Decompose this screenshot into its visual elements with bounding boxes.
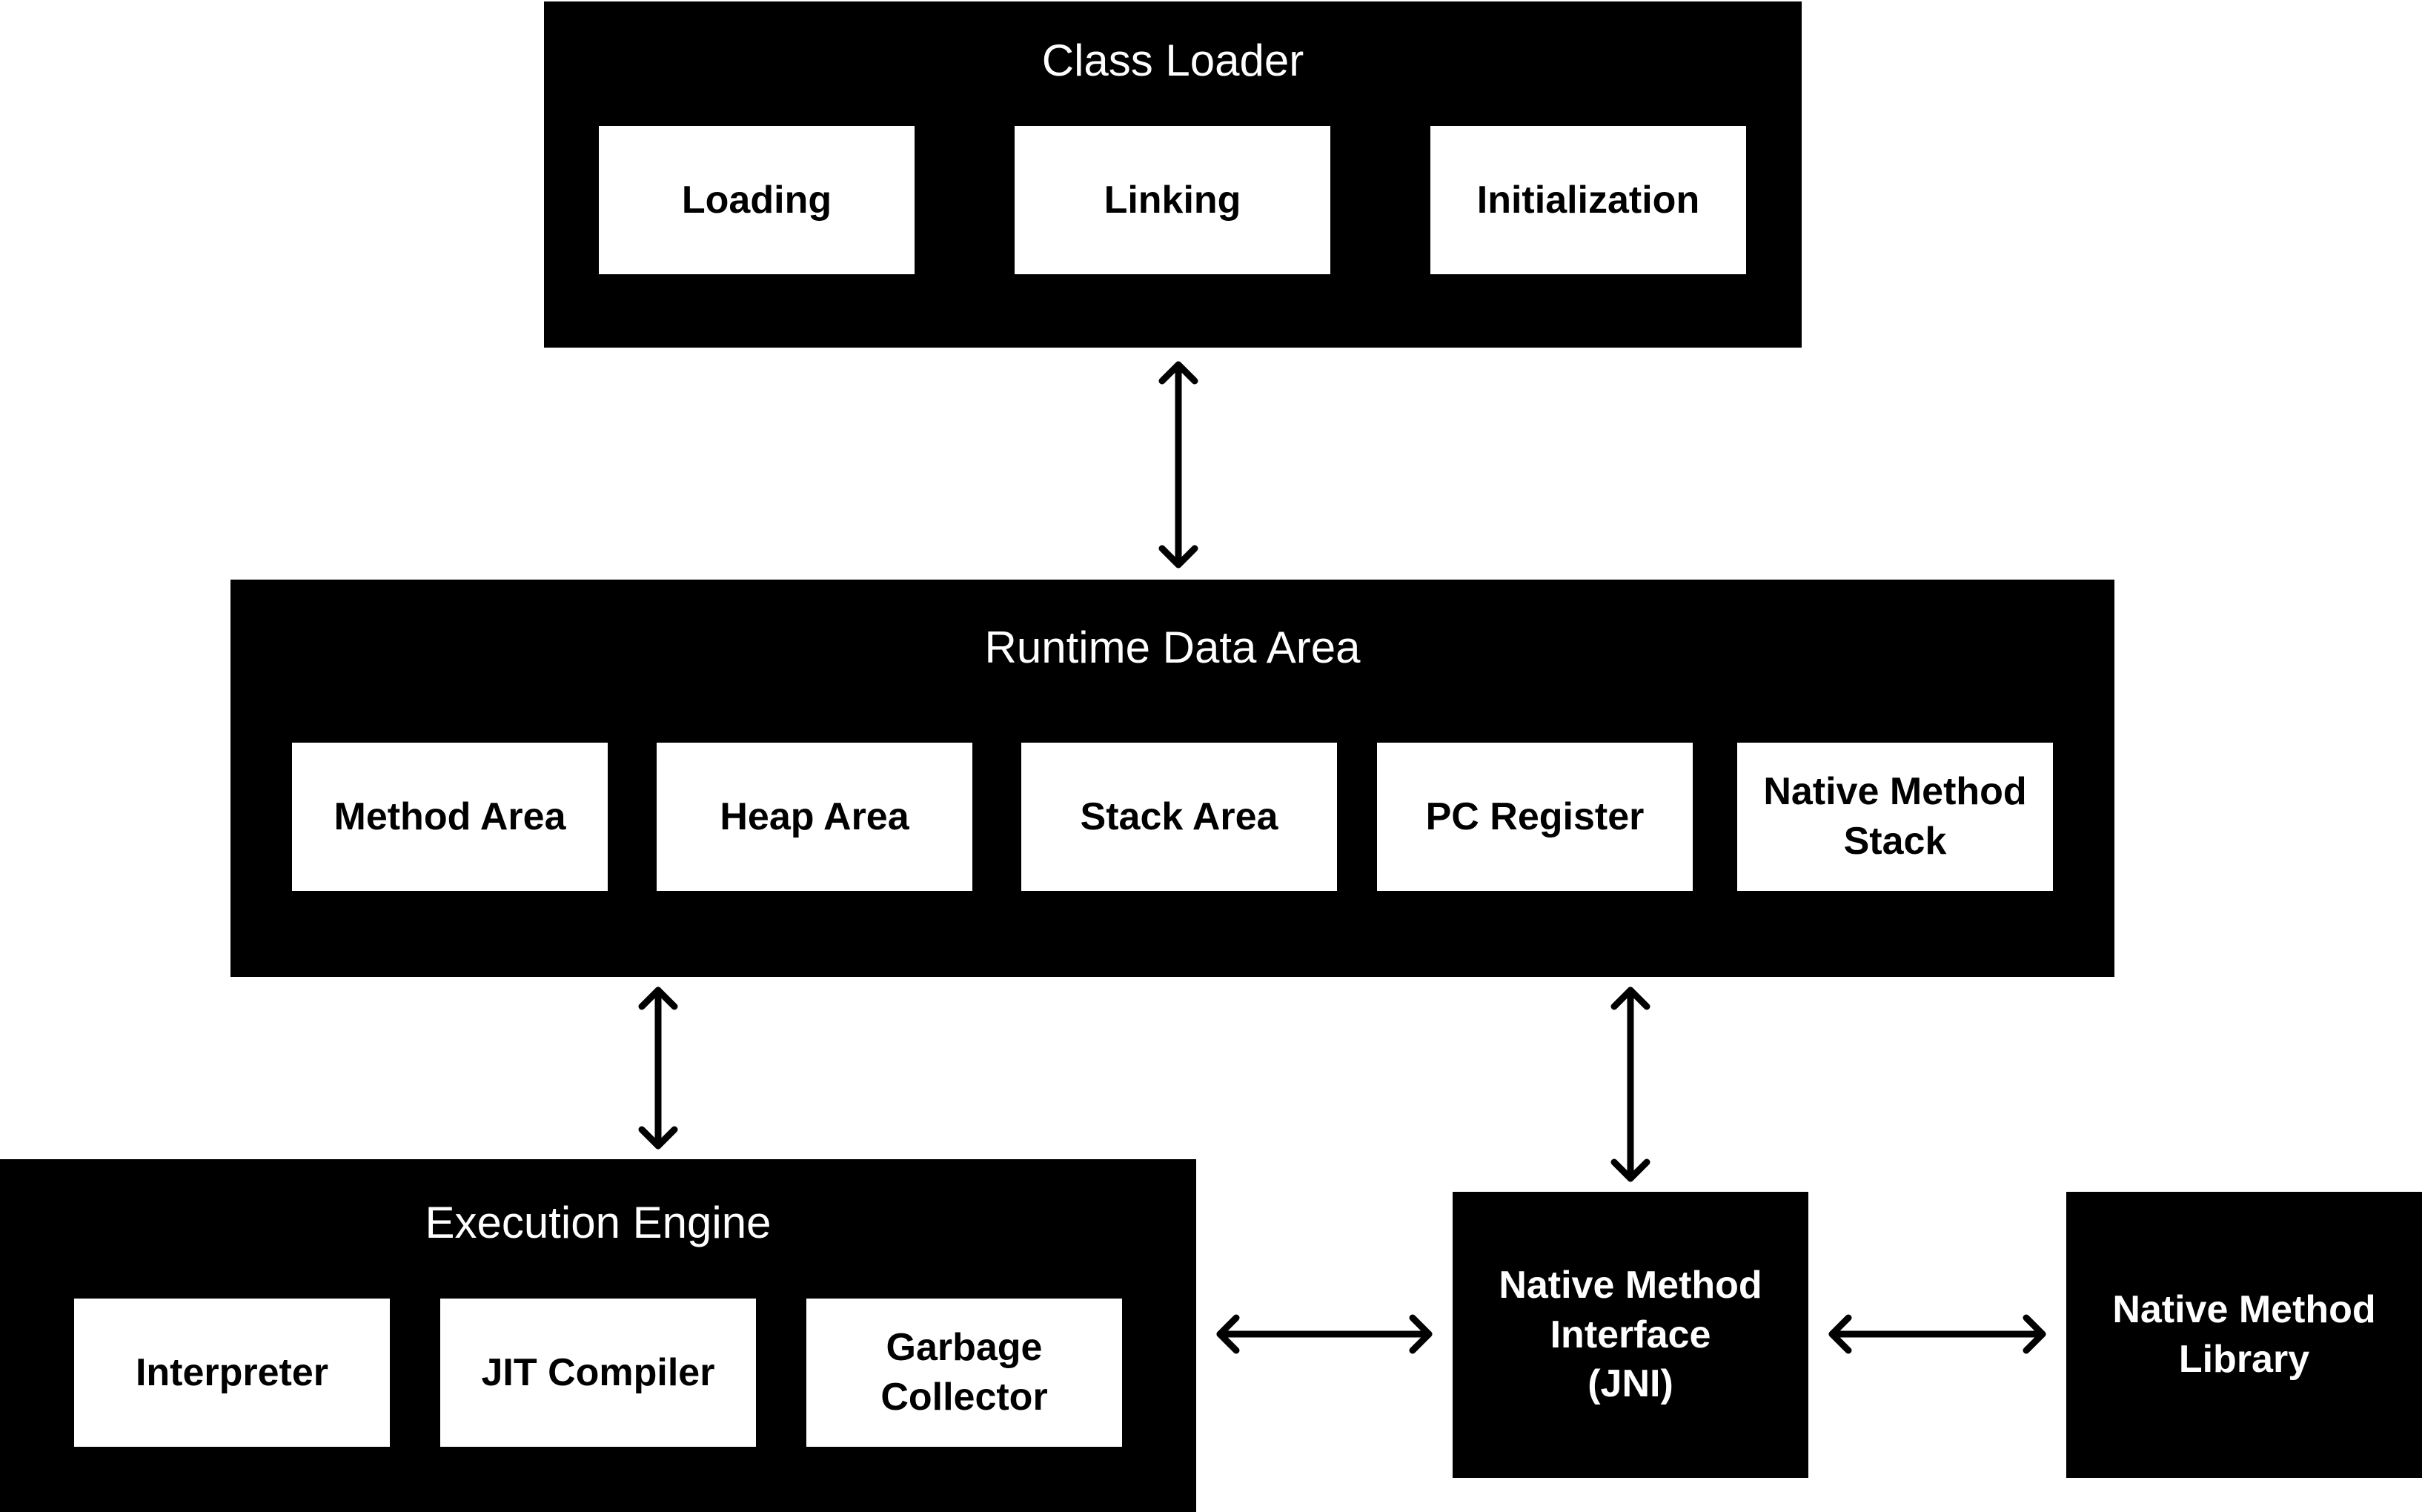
- native-method-interface-box: Native Method Interface (JNI): [1453, 1192, 1808, 1478]
- loading-box: Loading: [599, 126, 915, 274]
- execution-engine-title: Execution Engine: [425, 1198, 772, 1247]
- class-loader-title: Class Loader: [1041, 36, 1304, 85]
- native-method-stack-box: Native Method Stack: [1737, 743, 2053, 891]
- stack-area-box: Stack Area: [1021, 743, 1337, 891]
- runtime-data-area-title: Runtime Data Area: [984, 623, 1361, 672]
- arrow-jni-library: [1828, 1314, 2046, 1354]
- jit-compiler-box: JIT Compiler: [440, 1299, 756, 1447]
- interpreter-box: Interpreter: [74, 1299, 390, 1447]
- native-method-library-box: Native Method Library: [2066, 1192, 2422, 1478]
- arrow-class-loader-runtime: [1158, 361, 1198, 568]
- arrow-execution-jni: [1216, 1314, 1433, 1354]
- linking-box: Linking: [1015, 126, 1330, 274]
- heap-area-box: Heap Area: [657, 743, 972, 891]
- pc-register-box: PC Register: [1377, 743, 1693, 891]
- initialization-box: Initialization: [1430, 126, 1746, 274]
- arrow-runtime-execution: [638, 987, 678, 1150]
- execution-engine-group: Execution Engine Interpreter JIT Compile…: [0, 1159, 1196, 1512]
- arrow-runtime-jni: [1610, 987, 1650, 1182]
- class-loader-group: Class Loader Loading Linking Initializat…: [544, 1, 1802, 348]
- garbage-collector-box: Garbage Collector: [806, 1299, 1122, 1447]
- runtime-data-area-group: Runtime Data Area Method Area Heap Area …: [230, 580, 2114, 977]
- method-area-box: Method Area: [292, 743, 608, 891]
